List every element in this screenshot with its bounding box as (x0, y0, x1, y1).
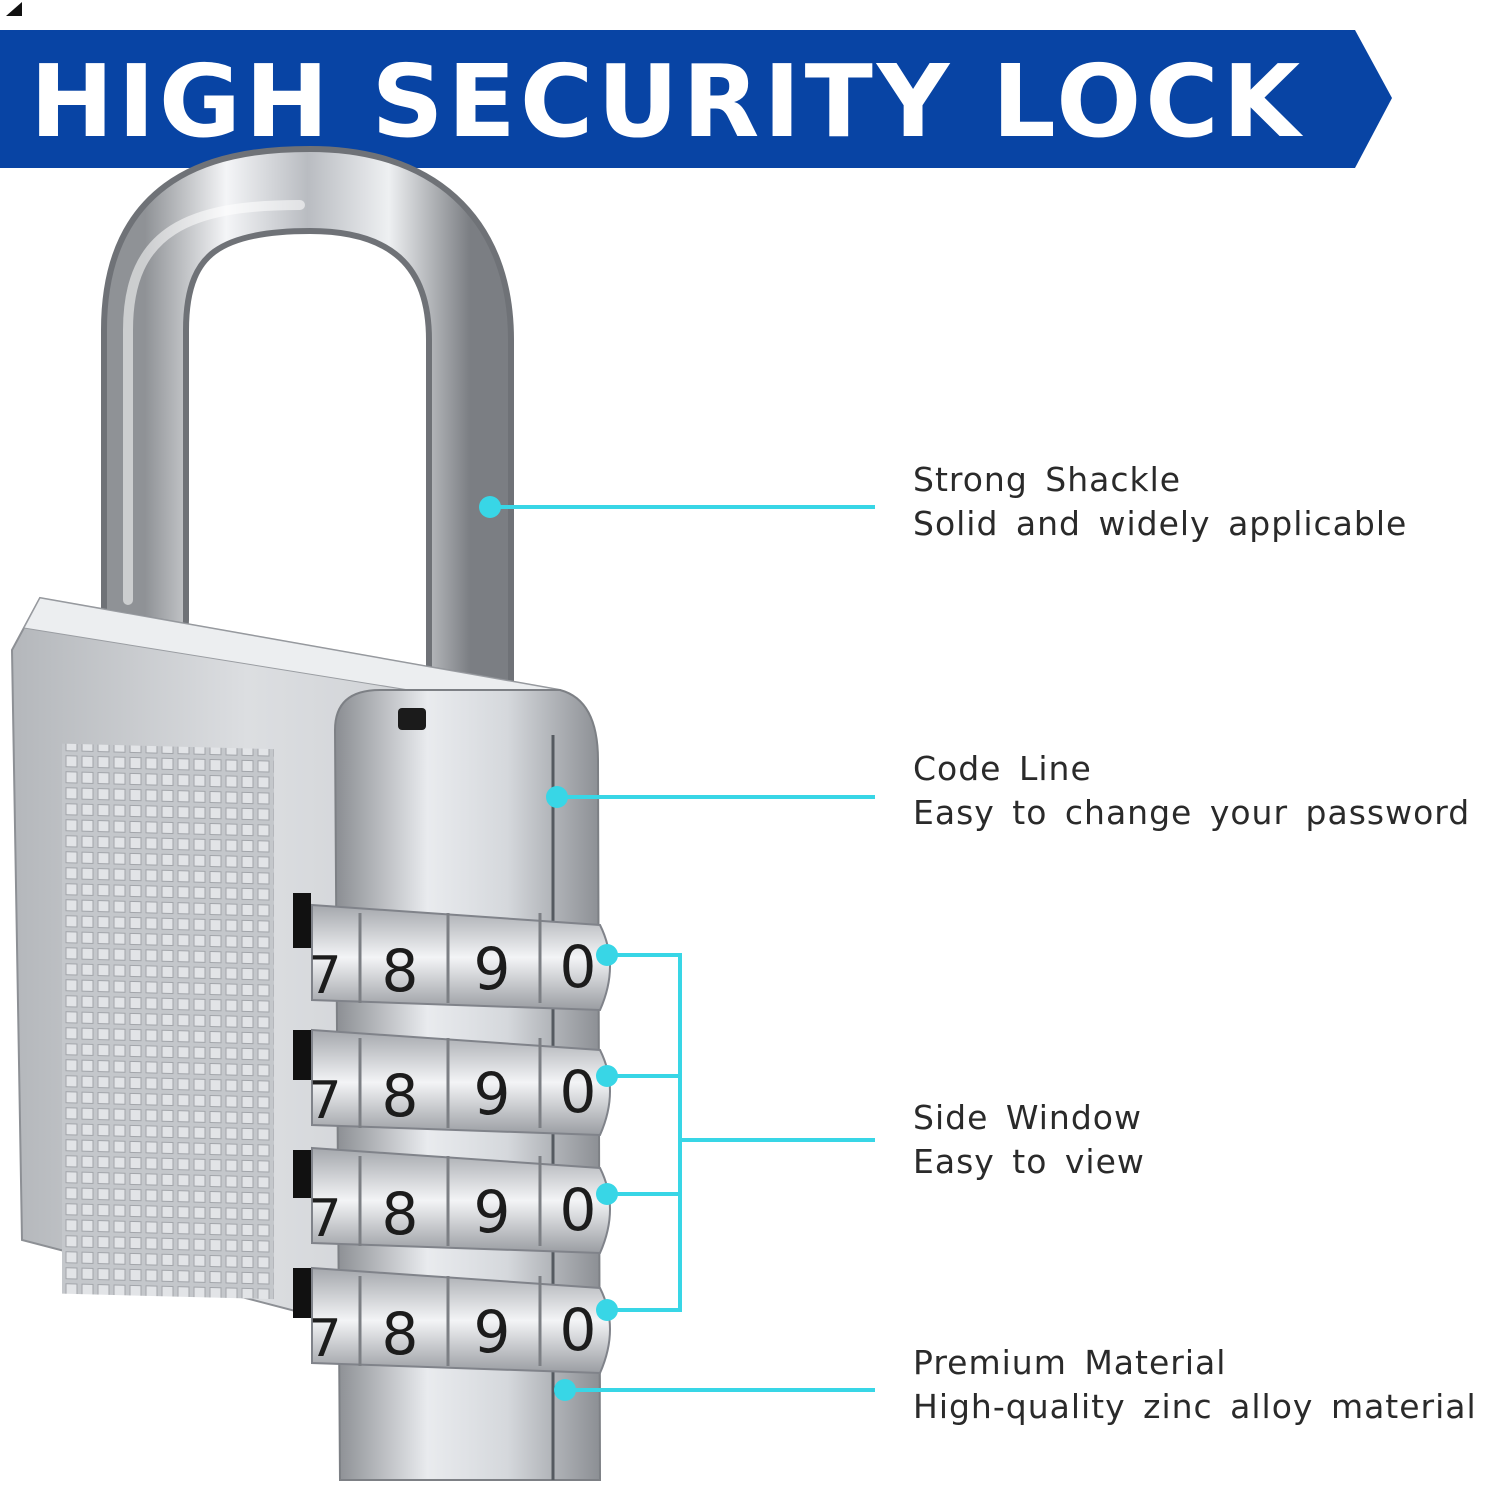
feature-title: Code Line (913, 749, 1092, 788)
dial-digit: 8 (382, 1180, 419, 1248)
callout-dot (596, 944, 618, 966)
dial-digit: 8 (382, 937, 419, 1005)
feature-description: Easy to change your password (913, 793, 1471, 832)
page-title: HIGH SECURITY LOCK (30, 43, 1305, 160)
callout-dot (479, 496, 501, 518)
callout-dot (546, 786, 568, 808)
dial-digit: 7 (308, 1189, 341, 1249)
dial-digit: 0 (560, 1058, 597, 1126)
dial-digit: 7 (308, 946, 341, 1006)
dial-digit: 8 (382, 1062, 419, 1130)
dial-digit: 9 (474, 935, 511, 1003)
textured-panel (62, 743, 274, 1300)
dial-digit: 7 (308, 1309, 341, 1369)
dial-digit: 8 (382, 1300, 419, 1368)
callout-dot (554, 1379, 576, 1401)
feature-title: Strong Shackle (913, 460, 1182, 499)
feature-description: High-quality zinc alloy material (913, 1387, 1477, 1426)
dial-digit: 0 (560, 1176, 597, 1244)
corner-mark (6, 2, 22, 16)
feature-description: Solid and widely applicable (913, 504, 1408, 543)
callout-dot (596, 1299, 618, 1321)
dial-digit: 0 (560, 1296, 597, 1364)
feature-code-line: Code Line Easy to change your password (913, 747, 1470, 835)
callout-dot (596, 1183, 618, 1205)
dial-digit: 9 (474, 1178, 511, 1246)
feature-premium-material: Premium Material High-quality zinc alloy… (913, 1341, 1477, 1429)
dial-digit: 9 (474, 1060, 511, 1128)
feature-title: Premium Material (913, 1343, 1227, 1382)
dial-digit: 9 (474, 1298, 511, 1366)
feature-description: Easy to view (913, 1142, 1145, 1181)
feature-strong-shackle: Strong Shackle Solid and widely applicab… (913, 458, 1407, 546)
title-banner (0, 30, 1392, 168)
dial-digit: 7 (308, 1071, 341, 1131)
feature-side-window: Side Window Easy to view (913, 1096, 1145, 1184)
feature-title: Side Window (913, 1098, 1142, 1137)
dial-digit: 0 (560, 933, 597, 1001)
callout-dot (596, 1065, 618, 1087)
